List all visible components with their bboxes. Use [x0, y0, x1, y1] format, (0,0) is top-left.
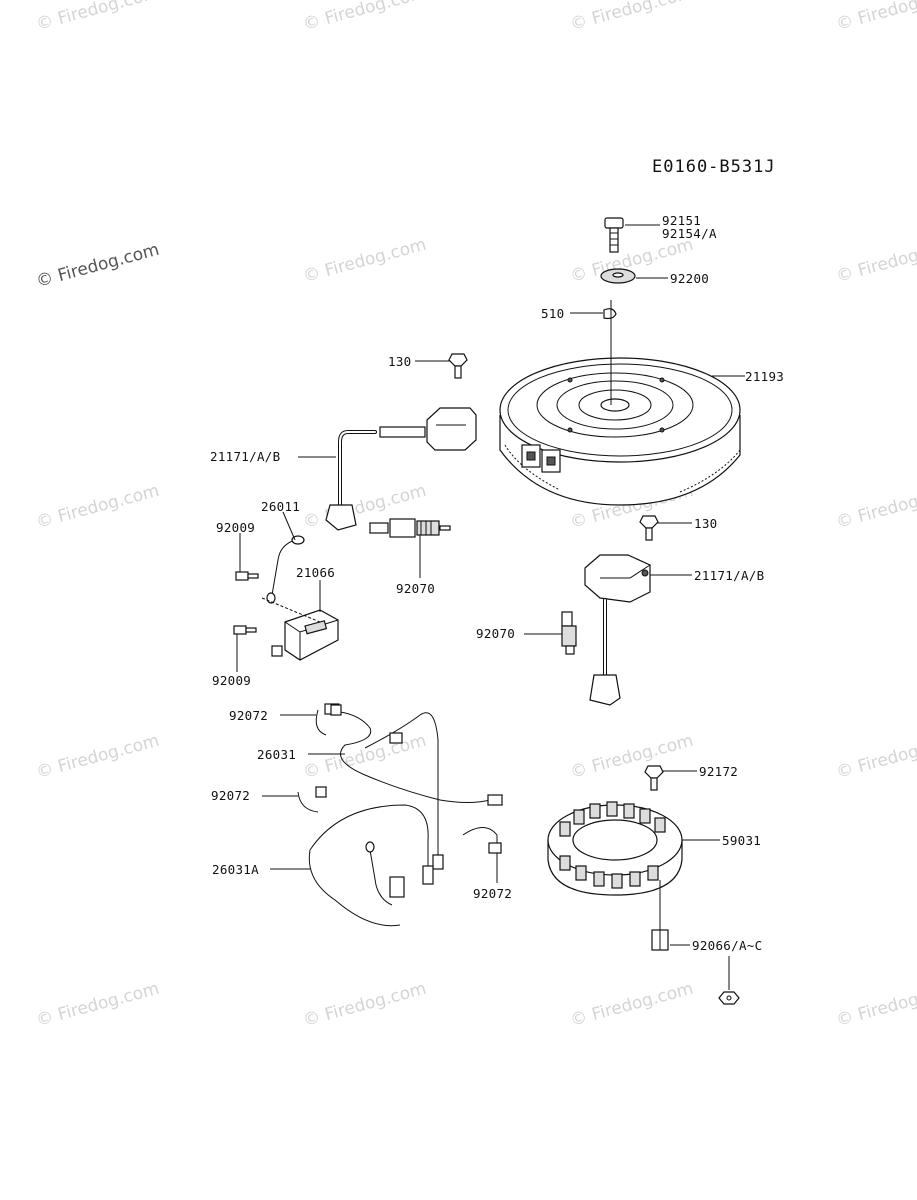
- ignition-module-21066-icon: [271, 609, 339, 661]
- spark-plug-92070b-icon: [561, 611, 577, 655]
- part-label: 92172: [699, 764, 738, 779]
- stator-59031-icon: [547, 801, 683, 951]
- screw-92009-icon: [235, 571, 259, 581]
- watermark-tile: © Firedog.com: [834, 979, 917, 1031]
- part-label: 92154/A: [662, 226, 717, 241]
- part-label: 92009: [216, 520, 255, 535]
- ignition-coil-21171b-icon: [584, 554, 651, 706]
- part-label: 130: [388, 354, 411, 369]
- part-label: 92009: [212, 673, 251, 688]
- watermark-tile: © Firedog.com: [568, 979, 695, 1031]
- connector-92072b-icon: [297, 786, 327, 813]
- nut-92066-icon: [718, 991, 740, 1005]
- washer-92200-icon: [600, 268, 636, 284]
- watermark-tile: © Firedog.com: [301, 0, 428, 35]
- connector-92072a-icon: [315, 704, 342, 736]
- ground-lead-26011-icon: [266, 535, 305, 604]
- watermark-tile: © Firedog.com: [301, 979, 428, 1031]
- diagram-code: E0160-B531J: [652, 157, 776, 177]
- watermark-main: © Firedog.com: [34, 240, 161, 292]
- part-label: 92200: [670, 271, 709, 286]
- leader-lines: [236, 224, 745, 990]
- connector-92072c-icon: [462, 827, 502, 854]
- part-label: 26031A: [212, 862, 259, 877]
- part-label: 510: [541, 306, 564, 321]
- screw-92009b-icon: [233, 625, 257, 635]
- part-label: 92072: [211, 788, 250, 803]
- part-label: 92070: [476, 626, 515, 641]
- part-label: 92072: [229, 708, 268, 723]
- watermark-tile: © Firedog.com: [34, 979, 161, 1031]
- part-label: 21066: [296, 565, 335, 580]
- watermark-tile: © Firedog.com: [568, 731, 695, 783]
- key-510-icon: [603, 308, 617, 320]
- watermark-tile: © Firedog.com: [834, 481, 917, 533]
- part-label: 92072: [473, 886, 512, 901]
- watermark-tile: © Firedog.com: [301, 235, 428, 287]
- watermark-tile: © Firedog.com: [568, 0, 695, 35]
- ignition-coil-21171-icon: [325, 407, 477, 531]
- watermark-tile: © Firedog.com: [834, 0, 917, 35]
- part-label: 21171/A/B: [694, 568, 764, 583]
- watermark-tile: © Firedog.com: [834, 731, 917, 783]
- wire-harness-26031A-icon: [308, 804, 434, 927]
- bolt-130b-icon: [639, 515, 659, 541]
- part-label: 21193: [745, 369, 784, 384]
- part-label: 59031: [722, 833, 761, 848]
- part-label: 92070: [396, 581, 435, 596]
- part-label: 26011: [261, 499, 300, 514]
- bolt-130-icon: [448, 353, 468, 379]
- watermark-tile: © Firedog.com: [34, 731, 161, 783]
- part-label: 92066/A~C: [692, 938, 762, 953]
- watermark-tiles: © Firedog.com © Firedog.com © Firedog.co…: [34, 0, 917, 1031]
- part-labels: 92151 92154/A 92200 510 130 21193 21171/…: [210, 213, 784, 953]
- spark-plug-92070-icon: [369, 518, 451, 538]
- bolt-92172-icon: [644, 765, 664, 791]
- watermark-tile: © Firedog.com: [34, 0, 161, 35]
- part-label: 26031: [257, 747, 296, 762]
- watermark-tile: © Firedog.com: [34, 481, 161, 533]
- bolt-92151-icon: [604, 217, 624, 253]
- wire-harness-26031-icon: [324, 703, 503, 870]
- watermark-tile: © Firedog.com: [834, 235, 917, 287]
- flywheel-21193-icon: [499, 300, 741, 506]
- part-label: 130: [694, 516, 717, 531]
- part-label: 21171/A/B: [210, 449, 280, 464]
- part-label: 92151: [662, 213, 701, 228]
